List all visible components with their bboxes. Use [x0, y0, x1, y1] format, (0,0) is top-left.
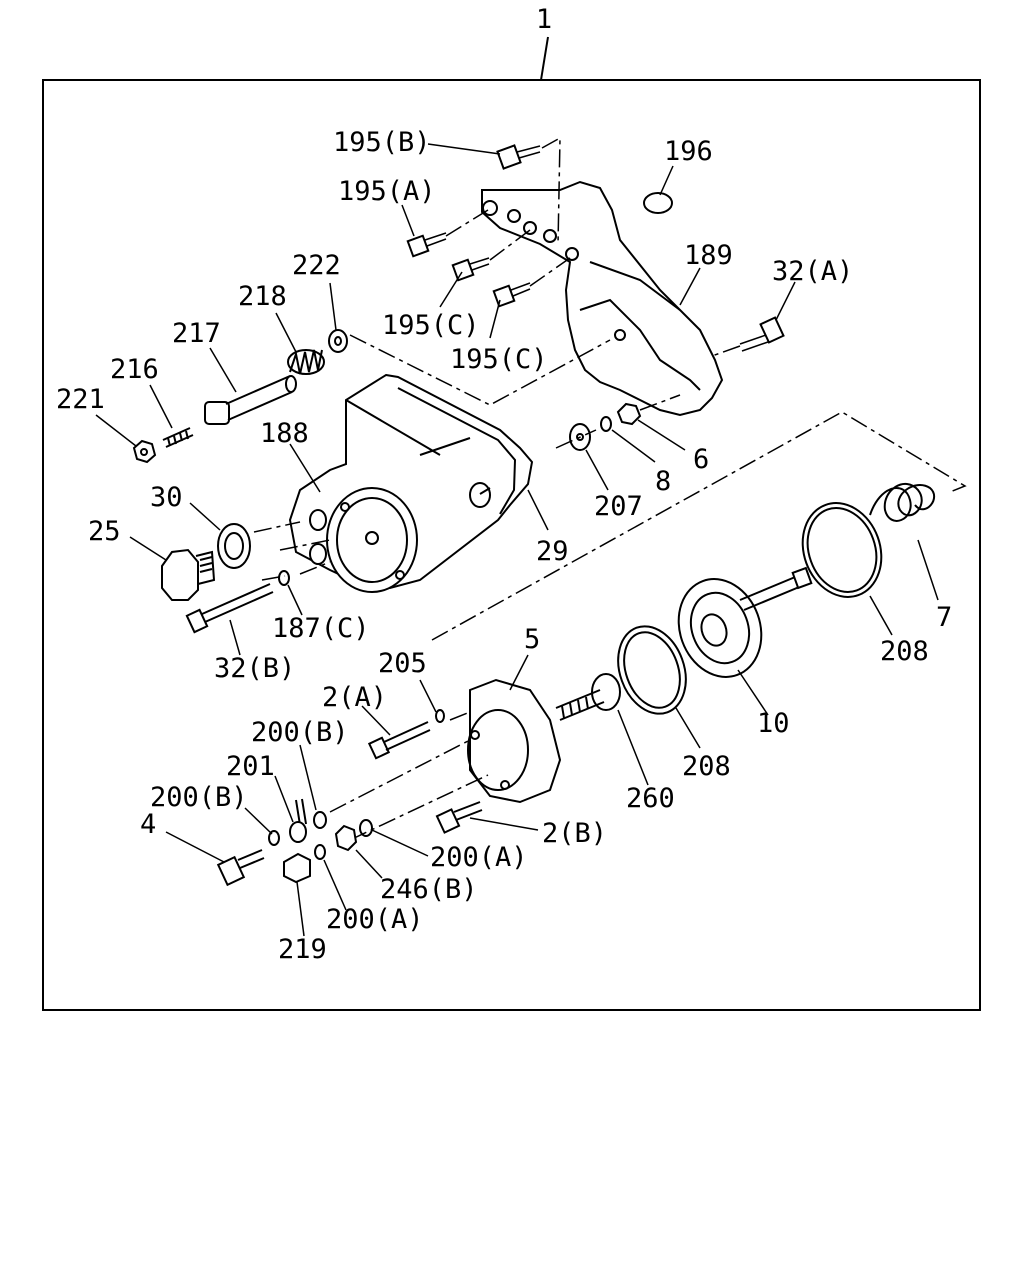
piston-10 [677, 566, 813, 678]
washer-205 [435, 709, 445, 723]
callout-218: 218 [238, 281, 287, 312]
assembly-line-32a [711, 345, 741, 357]
nut-246b [334, 824, 358, 852]
callout-189: 189 [684, 240, 733, 271]
callout-195c-1: 195(C) [382, 310, 480, 341]
callout-10: 10 [757, 708, 790, 739]
ring-208-upper [801, 502, 883, 598]
bolt-32a [739, 316, 785, 352]
assembly-line-195c [489, 229, 571, 287]
plug-25 [161, 548, 216, 601]
ring-208-lower [617, 625, 687, 715]
cover-5 [467, 678, 562, 804]
housing-188 [288, 373, 534, 593]
callout-195b: 195(B) [333, 127, 431, 158]
nut-6 [616, 402, 642, 426]
callout-29: 29 [536, 536, 569, 567]
bolt-195b [496, 144, 541, 170]
leader-1 [540, 36, 549, 81]
callout-187c: 187(C) [272, 613, 370, 644]
callout-6: 6 [693, 444, 709, 475]
callout-201: 201 [226, 751, 275, 782]
bolt-4 [216, 849, 265, 887]
cap-219 [283, 852, 311, 884]
washer-200a-1 [359, 819, 373, 837]
o-ring-196 [643, 192, 673, 214]
stud-216 [162, 427, 194, 448]
spring-218 [287, 349, 325, 375]
callout-32b: 32(B) [214, 653, 295, 684]
assembly-line-top [541, 136, 561, 246]
callout-2b: 2(B) [542, 818, 607, 849]
callout-2a: 2(A) [322, 682, 387, 713]
plunger-260 [555, 673, 621, 721]
callout-207: 207 [594, 491, 643, 522]
bolt-195c-2 [492, 282, 531, 308]
callout-208-lower: 208 [682, 751, 731, 782]
spring-7 [869, 483, 936, 522]
callout-221: 221 [56, 384, 105, 415]
washer-187c [278, 570, 290, 586]
bolt-32b [185, 583, 274, 634]
washer-222 [328, 329, 348, 353]
callout-200a-2: 200(A) [326, 904, 424, 935]
callout-208-upper: 208 [880, 636, 929, 667]
assembly-line-piston [431, 411, 967, 641]
bracket-189 [481, 180, 724, 417]
callout-196: 196 [664, 136, 713, 167]
callout-200b-2: 200(B) [150, 782, 248, 813]
bolt-2a [367, 721, 431, 760]
callout-205: 205 [378, 648, 427, 679]
diagram-frame [42, 79, 981, 1011]
callout-32a: 32(A) [772, 256, 853, 287]
callout-195a: 195(A) [338, 176, 436, 207]
washer-8 [600, 416, 612, 432]
gasket-30 [217, 523, 251, 569]
callout-195c-2: 195(C) [450, 344, 548, 375]
callout-188: 188 [260, 418, 309, 449]
washer-200b-2 [268, 830, 280, 846]
leader-lines [95, 143, 939, 937]
pin-217 [204, 375, 297, 425]
bolt-195c-1 [451, 257, 490, 282]
callout-5: 5 [524, 624, 540, 655]
callout-1: 1 [536, 4, 552, 35]
bolt-195a [406, 232, 447, 258]
callout-200b-1: 200(B) [251, 717, 349, 748]
callout-216: 216 [110, 354, 159, 385]
callout-217: 217 [172, 318, 221, 349]
bolt-2b [435, 801, 483, 834]
callout-4: 4 [140, 809, 156, 840]
callout-200a-1: 200(A) [430, 842, 528, 873]
callout-7: 7 [936, 602, 952, 633]
callout-8: 8 [655, 466, 671, 497]
assembly-line-222 [349, 334, 611, 406]
callout-260: 260 [626, 783, 675, 814]
callout-219: 219 [278, 934, 327, 965]
callout-30: 30 [150, 482, 183, 513]
stud-201 [289, 798, 307, 843]
washer-200a-2 [314, 844, 326, 860]
callout-246b: 246(B) [380, 874, 478, 905]
washer-200b-1 [313, 811, 327, 829]
assembly-line-195a [445, 209, 489, 237]
callout-25: 25 [88, 516, 121, 547]
nut-221 [132, 439, 157, 464]
callout-222: 222 [292, 250, 341, 281]
